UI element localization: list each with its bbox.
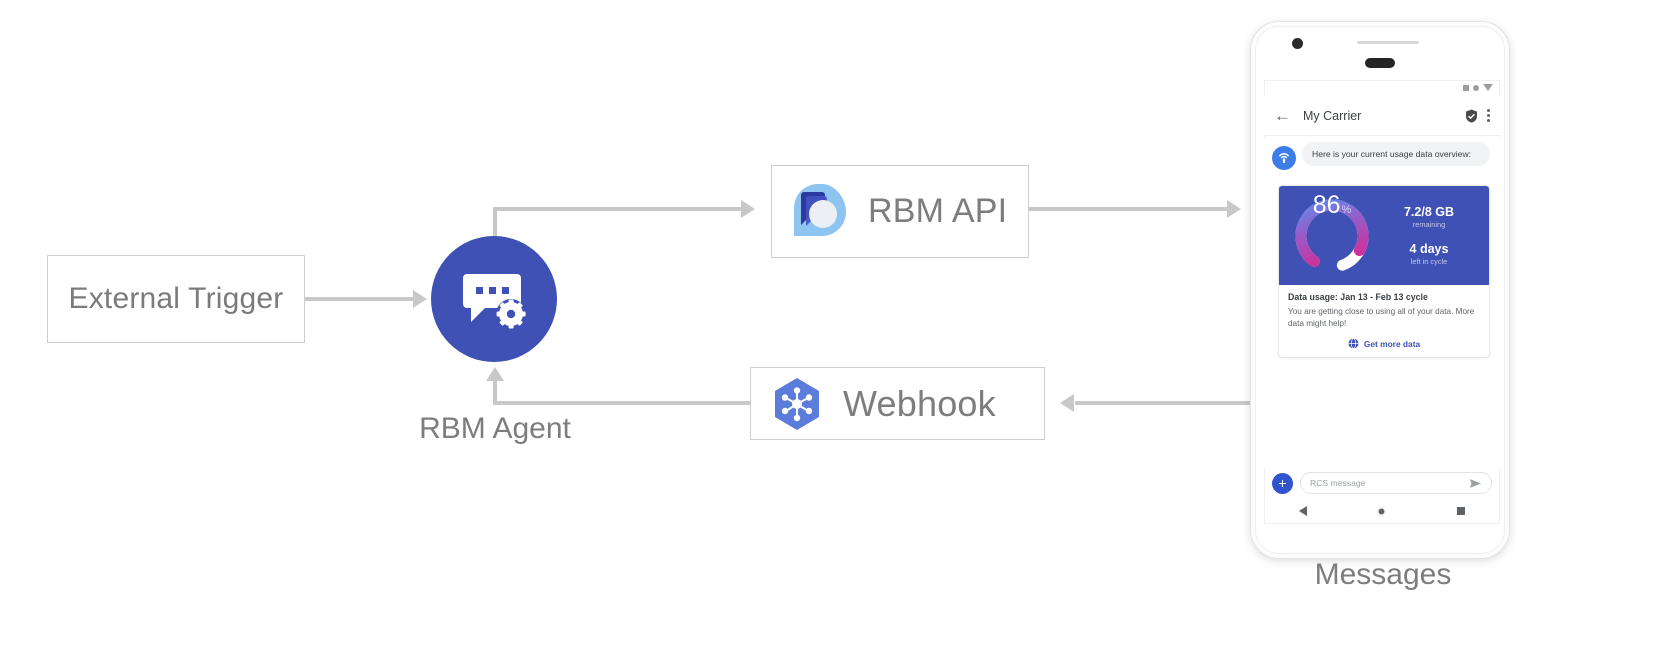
rich-card[interactable]: 86 % 7.2/8 GB remaining 4 days left in c… (1278, 185, 1490, 359)
webhook-hexagon-icon (775, 377, 819, 430)
messages-label: Messages (1314, 558, 1452, 591)
get-more-data-button[interactable]: Get more data (1288, 338, 1480, 350)
rbm-api-label: RBM API (868, 192, 1008, 230)
rbm-agent-node[interactable] (431, 236, 557, 362)
arrowhead-trigger-to-agent (413, 290, 427, 308)
stat-days-left-label: left in cycle (1410, 257, 1448, 267)
hero-stats: 7.2/8 GB remaining 4 days left in cycle (1375, 205, 1483, 267)
home-nav-icon[interactable] (1377, 506, 1387, 516)
connector-agent-to-rbmapi (493, 207, 741, 211)
earpiece-speaker (1365, 58, 1395, 68)
external-trigger-node[interactable]: External Trigger (47, 255, 305, 343)
send-icon[interactable] (1469, 478, 1482, 489)
gauge-percent-unit: % (1341, 203, 1352, 216)
stat-data-remaining-value: 7.2/8 GB (1403, 204, 1455, 219)
arrowhead-agent-to-rbmapi (741, 200, 755, 218)
circle-icon (1473, 84, 1479, 91)
rbm-agent-label: RBM Agent (419, 412, 571, 445)
rbm-api-logo-icon (794, 183, 846, 236)
card-body: Data usage: Jan 13 - Feb 13 cycle You ar… (1279, 285, 1489, 357)
message-composer: + RCS message (1264, 468, 1500, 498)
globe-icon (1348, 338, 1359, 350)
front-camera-icon (1292, 38, 1303, 49)
card-hero: 86 % 7.2/8 GB remaining 4 days left in c… (1279, 186, 1489, 285)
recents-nav-icon[interactable] (1456, 507, 1465, 515)
chat-gear-icon (463, 274, 526, 329)
stat-data-remaining-label: remaining (1412, 220, 1446, 229)
rbm-api-node[interactable]: RBM API (771, 165, 1029, 258)
incoming-message-text: Here is your current usage data overview… (1312, 149, 1472, 159)
data-usage-gauge: 86 % (1289, 190, 1375, 279)
carrier-antenna-icon (1272, 146, 1296, 170)
arrowhead-webhook-to-agent (486, 367, 504, 381)
wifi-triangle-icon (1483, 84, 1493, 91)
conversation-area: Here is your current usage data overview… (1264, 138, 1500, 468)
back-nav-icon[interactable] (1299, 506, 1308, 516)
webhook-node[interactable]: Webhook (750, 367, 1045, 440)
phone-screen: ← My Carrier (1264, 80, 1500, 524)
connector-phone-to-webhook (1075, 401, 1251, 405)
gauge-value-group: 86 % (1289, 190, 1375, 279)
top-sensor-strip (1357, 41, 1419, 44)
connector-trigger-to-agent (305, 297, 415, 301)
stat-divider (1375, 229, 1483, 242)
arrowhead-phone-to-webhook (1060, 394, 1074, 412)
get-more-data-label: Get more data (1363, 338, 1421, 349)
stat-days-left-value: 4 days (1409, 242, 1449, 256)
gauge-percent-value: 86 (1312, 190, 1341, 219)
back-arrow-icon[interactable]: ← (1274, 106, 1291, 125)
arrowhead-rbmapi-to-phone (1227, 200, 1241, 218)
conversation-title: My Carrier (1303, 108, 1362, 123)
connector-agent-up (493, 211, 497, 251)
card-description: You are getting close to using all of yo… (1288, 307, 1475, 328)
add-attachment-button[interactable]: + (1272, 472, 1293, 494)
shield-check-icon[interactable] (1465, 109, 1478, 123)
connector-rbmapi-to-phone (1029, 207, 1229, 211)
external-trigger-label: External Trigger (68, 282, 284, 315)
status-bar (1463, 84, 1493, 91)
connector-agent-up-return (493, 381, 497, 403)
phone-mockup: ← My Carrier (1251, 22, 1509, 558)
webhook-label: Webhook (843, 382, 996, 424)
connector-webhook-to-agent (493, 401, 751, 405)
card-title: Data usage: Jan 13 - Feb 13 cycle (1288, 292, 1428, 302)
more-vert-icon[interactable] (1487, 109, 1490, 122)
rcs-message-input[interactable]: RCS message (1300, 472, 1492, 494)
incoming-message-bubble: Here is your current usage data overview… (1302, 142, 1490, 167)
app-bar: ← My Carrier (1264, 96, 1500, 136)
rcs-message-placeholder: RCS message (1310, 478, 1366, 488)
android-nav-bar (1264, 498, 1500, 524)
square-icon (1463, 84, 1469, 91)
